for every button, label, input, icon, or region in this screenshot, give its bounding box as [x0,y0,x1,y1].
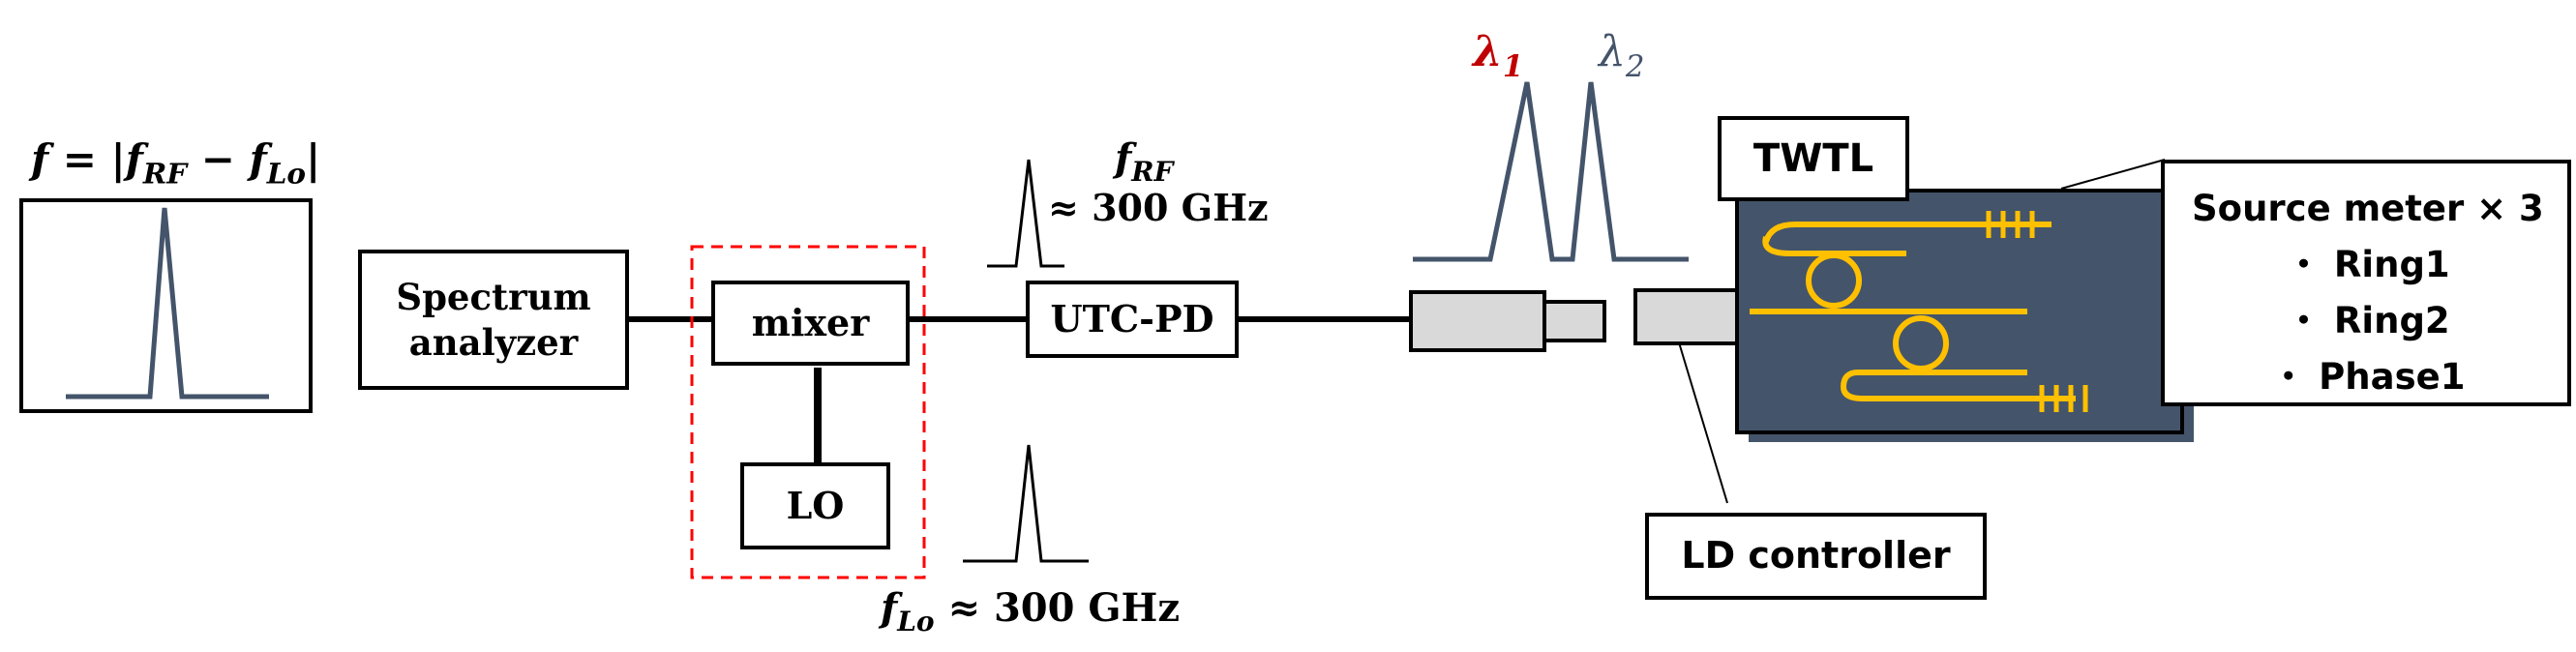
spectrum-analyzer-box: Spectrum analyzer [358,250,629,390]
twtl-label: TWTL [1752,136,1874,181]
spectrum-analyzer-line2: analyzer [408,320,579,364]
utc-pd-box: UTC-PD [1026,281,1239,358]
fiber-connector-tip [1543,300,1606,342]
waveguide-upper-loop [1762,236,1906,256]
ring1 [1806,252,1862,309]
output-spectrum-line [66,207,269,400]
lo-label: LO [786,484,845,528]
dual-wavelength-spectrum-line [1413,81,1689,262]
source-meter-item-ring2: ・ Ring2 [2286,300,2450,341]
formula-f: f [31,135,49,183]
rf-sub: RF [1131,155,1174,188]
output-frequency-formula: f = |fRF − fLo| [31,135,320,190]
formula-end: | [305,135,321,183]
formula-eq: = | [48,135,126,183]
ld-controller-label: LD controller [1681,534,1951,578]
chip-waveguides [1750,222,2076,401]
source-meter-item-ring1: ・ Ring1 [2286,244,2450,285]
lambda2-sub: 2 [1625,48,1645,84]
spectrum-analyzer-line1: Spectrum [396,276,591,319]
formula-flo: f [249,135,267,183]
lo-sub: Lo [897,605,935,637]
lo-module-boundary [690,245,926,579]
lo-f: f [881,585,898,631]
gratings [1986,211,2088,412]
twtl-label-box: TWTL [1718,116,1909,201]
ring2 [1893,315,1949,371]
lambda1-sym: λ [1473,27,1503,76]
formula-frf-sub: RF [142,156,188,191]
fiber-connector-body [1409,290,1546,352]
source-meter-item-phase1: ・ Phase1 [2270,356,2466,398]
ld-controller-box: LD controller [1645,513,1987,600]
lo-box: LO [740,462,890,549]
lambda2-sym: λ [1599,27,1626,76]
lambda1-label: λ1 [1473,27,1523,84]
rf-value-label: ≈ 300 GHz [1048,186,1269,229]
source-meter-callout [2060,159,2166,190]
lo-value: ≈ 300 GHz [947,585,1181,631]
formula-frf: f [125,135,143,183]
mixer-box: mixer [711,281,910,366]
source-meter-title: Source meter × 3 [2192,188,2544,229]
mixer-label: mixer [751,301,870,345]
lo-spectrum-line [963,444,1089,563]
formula-minus: − [187,135,250,183]
rf-frequency-label: fRF [1115,135,1173,188]
lo-frequency-label: fLo ≈ 300 GHz [881,585,1180,637]
rf-spectrum-line [987,159,1064,268]
lambda2-label: λ2 [1599,27,1645,84]
source-meter-box: Source meter × 3 ・ Ring1 ・ Ring2 ・ Phase… [2161,160,2571,406]
chip-coupler-connector [1633,288,1744,345]
ld-controller-callout [1678,341,1728,504]
formula-flo-sub: Lo [266,156,306,191]
rf-f: f [1115,135,1132,181]
rf-value: ≈ 300 GHz [1048,186,1269,229]
utc-pd-label: UTC-PD [1050,297,1214,341]
lambda1-sub: 1 [1502,48,1524,84]
waveguide-lower-arc [1840,370,2076,401]
output-spectrum-box [19,198,313,413]
